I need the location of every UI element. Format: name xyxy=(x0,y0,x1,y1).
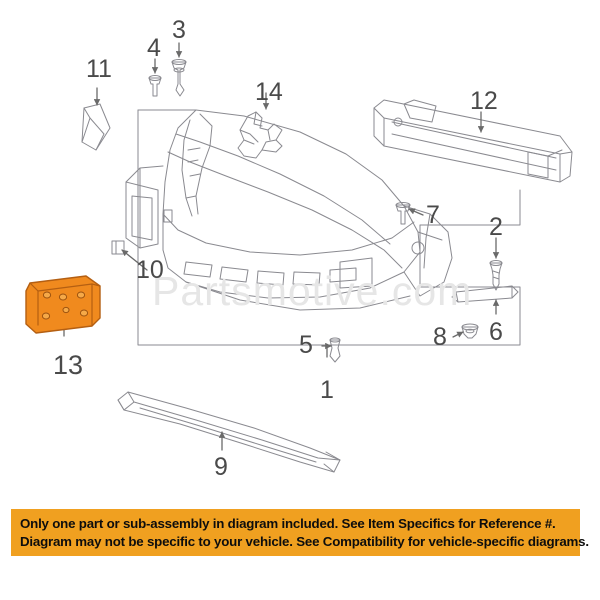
part-4-push-pin-small xyxy=(148,75,162,97)
callout-8: 8 xyxy=(433,323,447,351)
part-1-bumper-cover-body xyxy=(125,109,453,311)
exploded-parts-diagram xyxy=(25,42,573,473)
callout-14: 14 xyxy=(255,78,283,106)
callout-10: 10 xyxy=(136,256,164,284)
part-14-latch-bracket xyxy=(237,111,283,159)
callout-11: 11 xyxy=(86,55,112,83)
part-5-clip xyxy=(329,337,341,363)
callout-12: 12 xyxy=(470,87,498,115)
part-6-trim-strip xyxy=(451,285,519,303)
callout-3: 3 xyxy=(172,16,186,44)
callout-5: 5 xyxy=(299,331,313,359)
callout-1: 1 xyxy=(320,376,334,404)
part-10-side-clip xyxy=(111,240,125,255)
part-13-license-plate-bracket-highlighted xyxy=(25,275,101,334)
disclaimer-line-2: Diagram may not be specific to your vehi… xyxy=(20,534,589,549)
part-1-bumper-cover-boundary xyxy=(137,109,521,346)
part-12-impact-bar xyxy=(373,99,573,183)
callout-9: 9 xyxy=(214,453,228,481)
part-2-screw xyxy=(489,260,503,291)
disclaimer-banner: Only one part or sub-assembly in diagram… xyxy=(11,509,589,556)
part-3-push-pin xyxy=(171,59,187,97)
part-11-side-bracket xyxy=(81,103,111,151)
callout-4: 4 xyxy=(147,34,161,62)
callout-13: 13 xyxy=(53,350,84,380)
callout-2: 2 xyxy=(489,213,503,241)
part-9-lower-bar xyxy=(117,391,341,473)
watermark: Partsmotive.com xyxy=(152,268,473,314)
callout-leader-lines xyxy=(60,42,500,451)
disclaimer-line-1: Only one part or sub-assembly in diagram… xyxy=(20,516,556,531)
part-8-nut xyxy=(461,323,479,339)
part-7-bolt xyxy=(395,202,411,225)
callout-7: 7 xyxy=(426,201,440,229)
callout-6: 6 xyxy=(489,318,503,346)
